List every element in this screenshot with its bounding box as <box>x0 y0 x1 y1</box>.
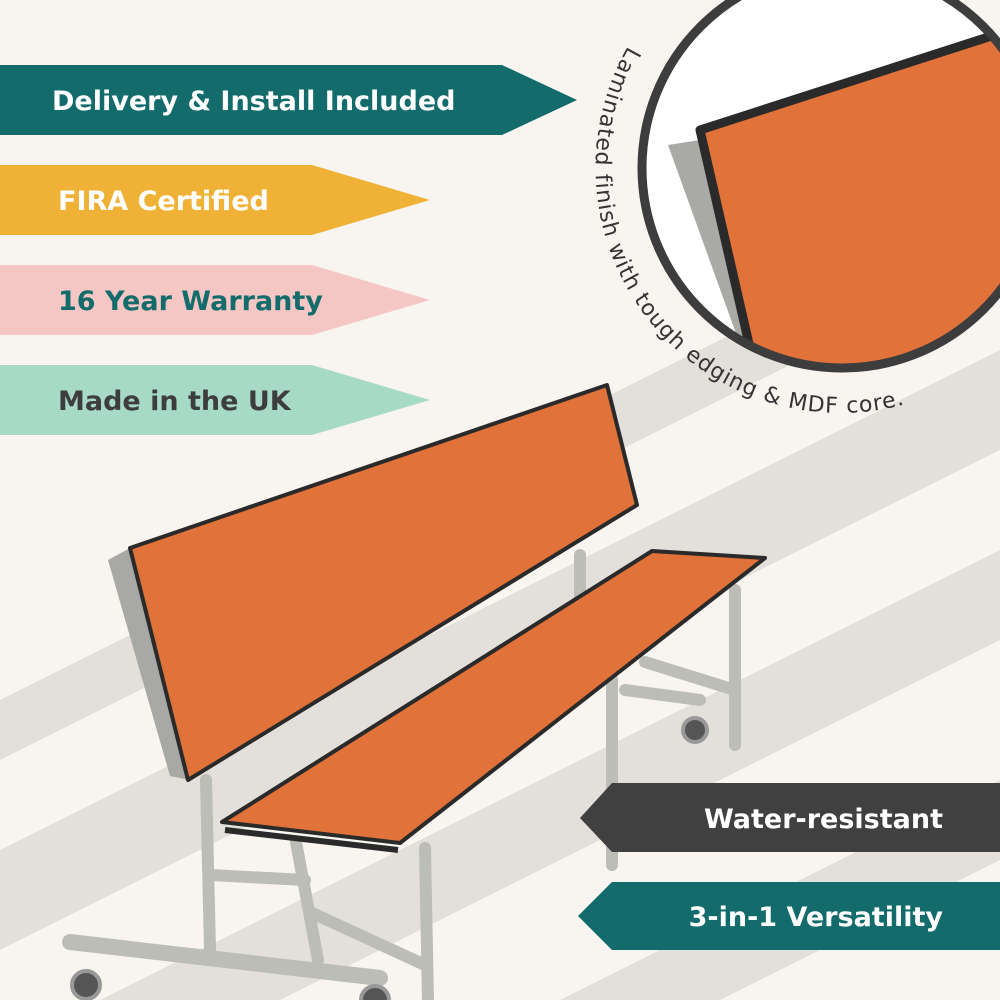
feature-banner-versatility: 3-in-1 Versatility <box>578 882 1000 950</box>
banner-label: 16 Year Warranty <box>58 286 323 317</box>
banner-label: Water-resistant <box>704 804 943 835</box>
detail-zoom-circle <box>637 0 1000 373</box>
bench-illustration <box>62 383 767 1000</box>
bench-base-rail <box>62 934 388 986</box>
stripe <box>100 550 1000 1000</box>
banner-label: FIRA Certified <box>58 186 269 217</box>
banner-label: Made in the UK <box>58 386 292 417</box>
banner-shape <box>578 882 1000 950</box>
caster-wheel-icon <box>70 969 102 1000</box>
detail-backrest <box>695 25 1000 368</box>
bench-caster-arm-right <box>619 684 706 706</box>
banner-label: Delivery & Install Included <box>52 86 456 117</box>
feature-banner-warranty: 16 Year Warranty <box>0 265 430 335</box>
feature-banner-water-resistant: Water-resistant <box>580 783 1000 852</box>
banner-shape <box>0 365 430 435</box>
bench-crossbar <box>204 869 311 886</box>
banner-label: 3-in-1 Versatility <box>689 902 944 933</box>
feature-banner-delivery: Delivery & Install Included <box>0 65 577 135</box>
banner-shape <box>0 265 430 335</box>
bench-brace-right <box>639 656 741 696</box>
bench-brace-left <box>304 906 431 971</box>
seat-edge <box>224 827 399 853</box>
banner-shape <box>580 783 1000 852</box>
banner-shape <box>0 65 577 135</box>
backrest <box>128 383 639 782</box>
feature-banner-fira: FIRA Certified <box>0 165 430 235</box>
banner-shape <box>0 165 430 235</box>
caster-wheel-icon <box>681 716 709 744</box>
backrest-frame <box>108 548 190 780</box>
bench-front-leg-left <box>419 842 434 1000</box>
bench-seat <box>220 549 767 845</box>
caster-wheel-icon <box>359 984 391 1000</box>
bench-rear-leg-left <box>200 774 216 956</box>
feature-banner-made-in-uk: Made in the UK <box>0 365 430 435</box>
bench-seat-support <box>290 836 324 966</box>
